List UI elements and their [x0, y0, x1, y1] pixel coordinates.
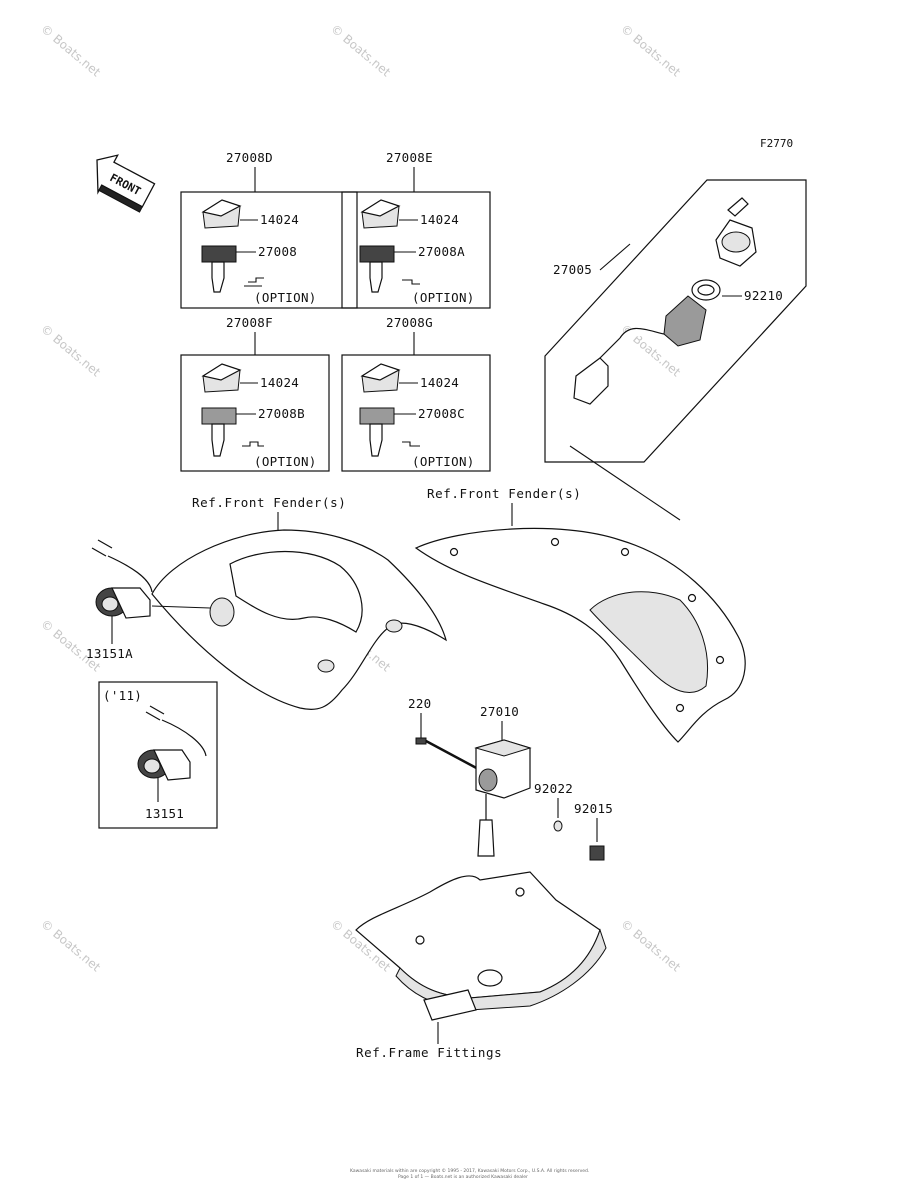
watermark: © Boats.net — [328, 22, 393, 80]
ring-part-number: 92210 — [744, 288, 783, 303]
socket-a-part-number: 13151A — [86, 646, 133, 661]
watermark: © Boats.net — [38, 22, 103, 80]
washer-icon — [553, 820, 563, 832]
set-number: 27008D — [226, 150, 273, 165]
key-icon — [201, 245, 237, 293]
option-label: (OPTION) — [412, 290, 475, 305]
ignition-switch-assembly: 27005 92210 — [544, 179, 807, 521]
switch-box-icon — [474, 739, 532, 857]
socket-part-number: 13151 — [145, 806, 184, 821]
watermarks: © Boats.net © Boats.net © Boats.net © Bo… — [38, 22, 683, 975]
key-cap-icon — [360, 199, 401, 229]
option-label: (OPTION) — [254, 290, 317, 305]
set-number: 27008F — [226, 315, 273, 330]
cap-part-number: 14024 — [420, 375, 459, 390]
watermark: © Boats.net — [618, 917, 683, 975]
set-number: 27008G — [386, 315, 433, 330]
footer-note: Page 1 of 1 — Boats.net is an authorized… — [398, 1174, 528, 1180]
frame-fittings-reference: Ref.Frame Fittings — [356, 1045, 502, 1060]
front-fender-right: Ref.Front Fender(s) — [414, 486, 746, 743]
option-label: (OPTION) — [254, 454, 317, 469]
key-set-d: 27008D 14024 27008 (OPTION) — [180, 150, 358, 309]
key-part-number: 27008A — [418, 244, 465, 259]
washer-part-number: 92022 — [534, 781, 573, 796]
ring-nut-icon — [691, 279, 721, 301]
key-part-number: 27008B — [258, 406, 305, 421]
key-icon — [201, 407, 237, 457]
watermark: © Boats.net — [38, 917, 103, 975]
key-set-g: 27008G 14024 27008C (OPTION) — [341, 315, 491, 472]
key-icon — [359, 407, 395, 457]
cap-part-number: 14024 — [260, 212, 299, 227]
fender-left-reference: Ref.Front Fender(s) — [192, 495, 346, 510]
option-label: (OPTION) — [412, 454, 475, 469]
key-icon — [359, 245, 395, 293]
fender-right-reference: Ref.Front Fender(s) — [427, 486, 581, 501]
grommet-part-number: 92015 — [574, 801, 613, 816]
footer-copyright: Kawasaki materials within are copyright … — [350, 1167, 589, 1174]
cap-part-number: 14024 — [420, 212, 459, 227]
ignition-key-icon — [715, 197, 757, 267]
lower-assembly: 220 27010 92022 92015 Ref.Frame — [355, 696, 613, 1060]
key-cap-icon — [201, 199, 242, 229]
socket-13151a: 13151A — [86, 539, 153, 661]
key-set-f: 27008F 14024 27008B (OPTION) — [180, 315, 330, 472]
set-number: 27008E — [386, 150, 433, 165]
key-part-number: 27008 — [258, 244, 297, 259]
bolt-icon — [415, 737, 483, 773]
inset-year-label: ('11) — [103, 688, 142, 703]
cap-part-number: 14024 — [260, 375, 299, 390]
key-cap-icon — [360, 363, 401, 393]
assembly-part-number: 27005 — [553, 262, 592, 277]
watermark: © Boats.net — [618, 22, 683, 80]
switch-body-icon — [573, 295, 707, 405]
frame-fitting-bracket — [355, 871, 607, 1021]
key-part-number: 27008C — [418, 406, 465, 421]
grommet-icon — [589, 845, 605, 861]
front-fender-left: Ref.Front Fender(s) — [151, 495, 447, 711]
box-part-number: 27010 — [480, 704, 519, 719]
watermark: © Boats.net — [38, 322, 103, 380]
key-set-e: 27008E 14024 27008A (OPTION) — [341, 150, 491, 309]
bolt-part-number: 220 — [408, 696, 431, 711]
diagram-code: F2770 — [760, 137, 793, 150]
socket-inset-box: ('11) 13151 — [98, 681, 218, 829]
key-cap-icon — [201, 363, 242, 393]
front-direction-arrow-icon: FRONT — [96, 154, 156, 213]
